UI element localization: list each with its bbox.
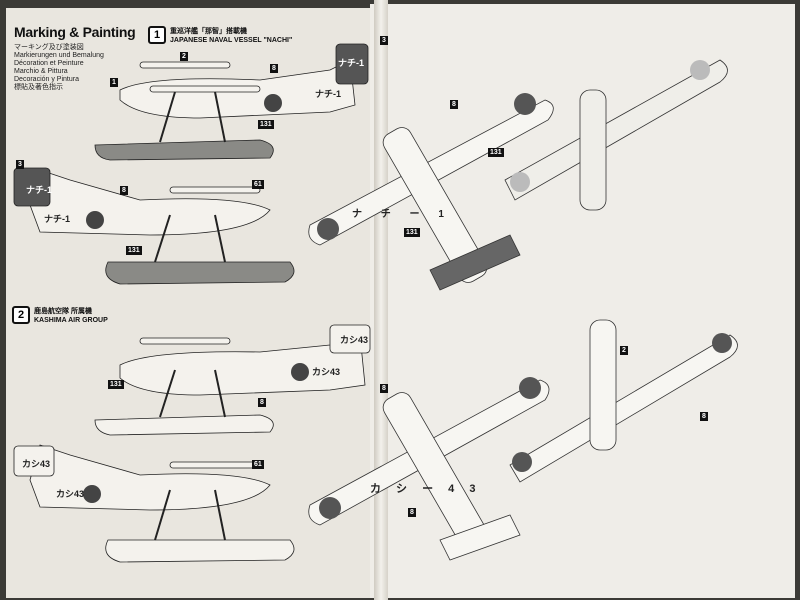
language-line-es: Decoración y Pintura bbox=[14, 76, 79, 83]
callout-131d: 131 bbox=[488, 148, 504, 157]
callout-2: 2 bbox=[180, 52, 188, 61]
scheme-2-en-title: KASHIMA AIR GROUP bbox=[34, 317, 108, 324]
callout-8d: 8 bbox=[450, 100, 458, 109]
scheme-2-tail-code-left: カシ43 bbox=[22, 459, 51, 469]
callout-8b: 8 bbox=[120, 186, 128, 195]
callout-3: 3 bbox=[380, 36, 388, 45]
page-title: Marking & Painting bbox=[14, 24, 136, 40]
callout-131c: 131 bbox=[108, 380, 124, 389]
callout-8: 8 bbox=[270, 64, 278, 73]
scheme-2-fuselage-code-left: カシ43 bbox=[56, 489, 85, 499]
scheme-2-fuselage-code: カシ43 bbox=[312, 367, 341, 377]
language-line-cn: 標貼及著色指示 bbox=[14, 84, 63, 91]
scheme-1-number: 1 bbox=[148, 26, 166, 44]
scheme-1-jp-title: 重巡洋艦「那智」搭載機 bbox=[170, 28, 247, 35]
callout-61b: 61 bbox=[252, 460, 264, 469]
callout-131b: 131 bbox=[126, 246, 142, 255]
scheme-1-tail-code: ナチ-1 bbox=[338, 58, 365, 68]
scheme-1-tail-code-left: ナチ-1 bbox=[26, 185, 53, 195]
callout-8f: 8 bbox=[408, 508, 416, 517]
scheme-2-number: 2 bbox=[12, 306, 30, 324]
language-line-fr: Décoration et Peinture bbox=[14, 60, 84, 67]
callout-8g: 8 bbox=[380, 384, 388, 393]
scheme-2-tail-code: カシ43 bbox=[340, 335, 369, 345]
scheme-1-fuselage-code: ナチ-1 bbox=[315, 89, 342, 99]
scheme-1-en-title: JAPANESE NAVAL VESSEL "NACHI" bbox=[170, 37, 293, 44]
scheme-1-wing-code: ナ チ ー 1 bbox=[352, 209, 452, 220]
callout-131e: 131 bbox=[404, 228, 420, 237]
callout-131: 131 bbox=[258, 120, 274, 129]
callout-2b: 2 bbox=[620, 346, 628, 355]
language-line-de: Markierungen und Bemalung bbox=[14, 52, 104, 59]
callout-8e: 8 bbox=[700, 412, 708, 421]
language-line-it: Marchio & Pittura bbox=[14, 68, 68, 75]
callout-8c: 8 bbox=[258, 398, 266, 407]
scheme-2-wing-code: カ シ ー 4 3 bbox=[370, 483, 482, 495]
callout-61: 61 bbox=[252, 180, 264, 189]
scheme-1-fuselage-code-left: ナチ-1 bbox=[44, 214, 71, 224]
language-line-jp: マーキング及び塗装図 bbox=[14, 44, 84, 51]
scheme-2-jp-title: 鹿島航空隊 所属機 bbox=[34, 308, 92, 315]
page-fold bbox=[374, 0, 388, 600]
callout-3b: 3 bbox=[16, 160, 24, 169]
callout-1: 1 bbox=[110, 78, 118, 87]
